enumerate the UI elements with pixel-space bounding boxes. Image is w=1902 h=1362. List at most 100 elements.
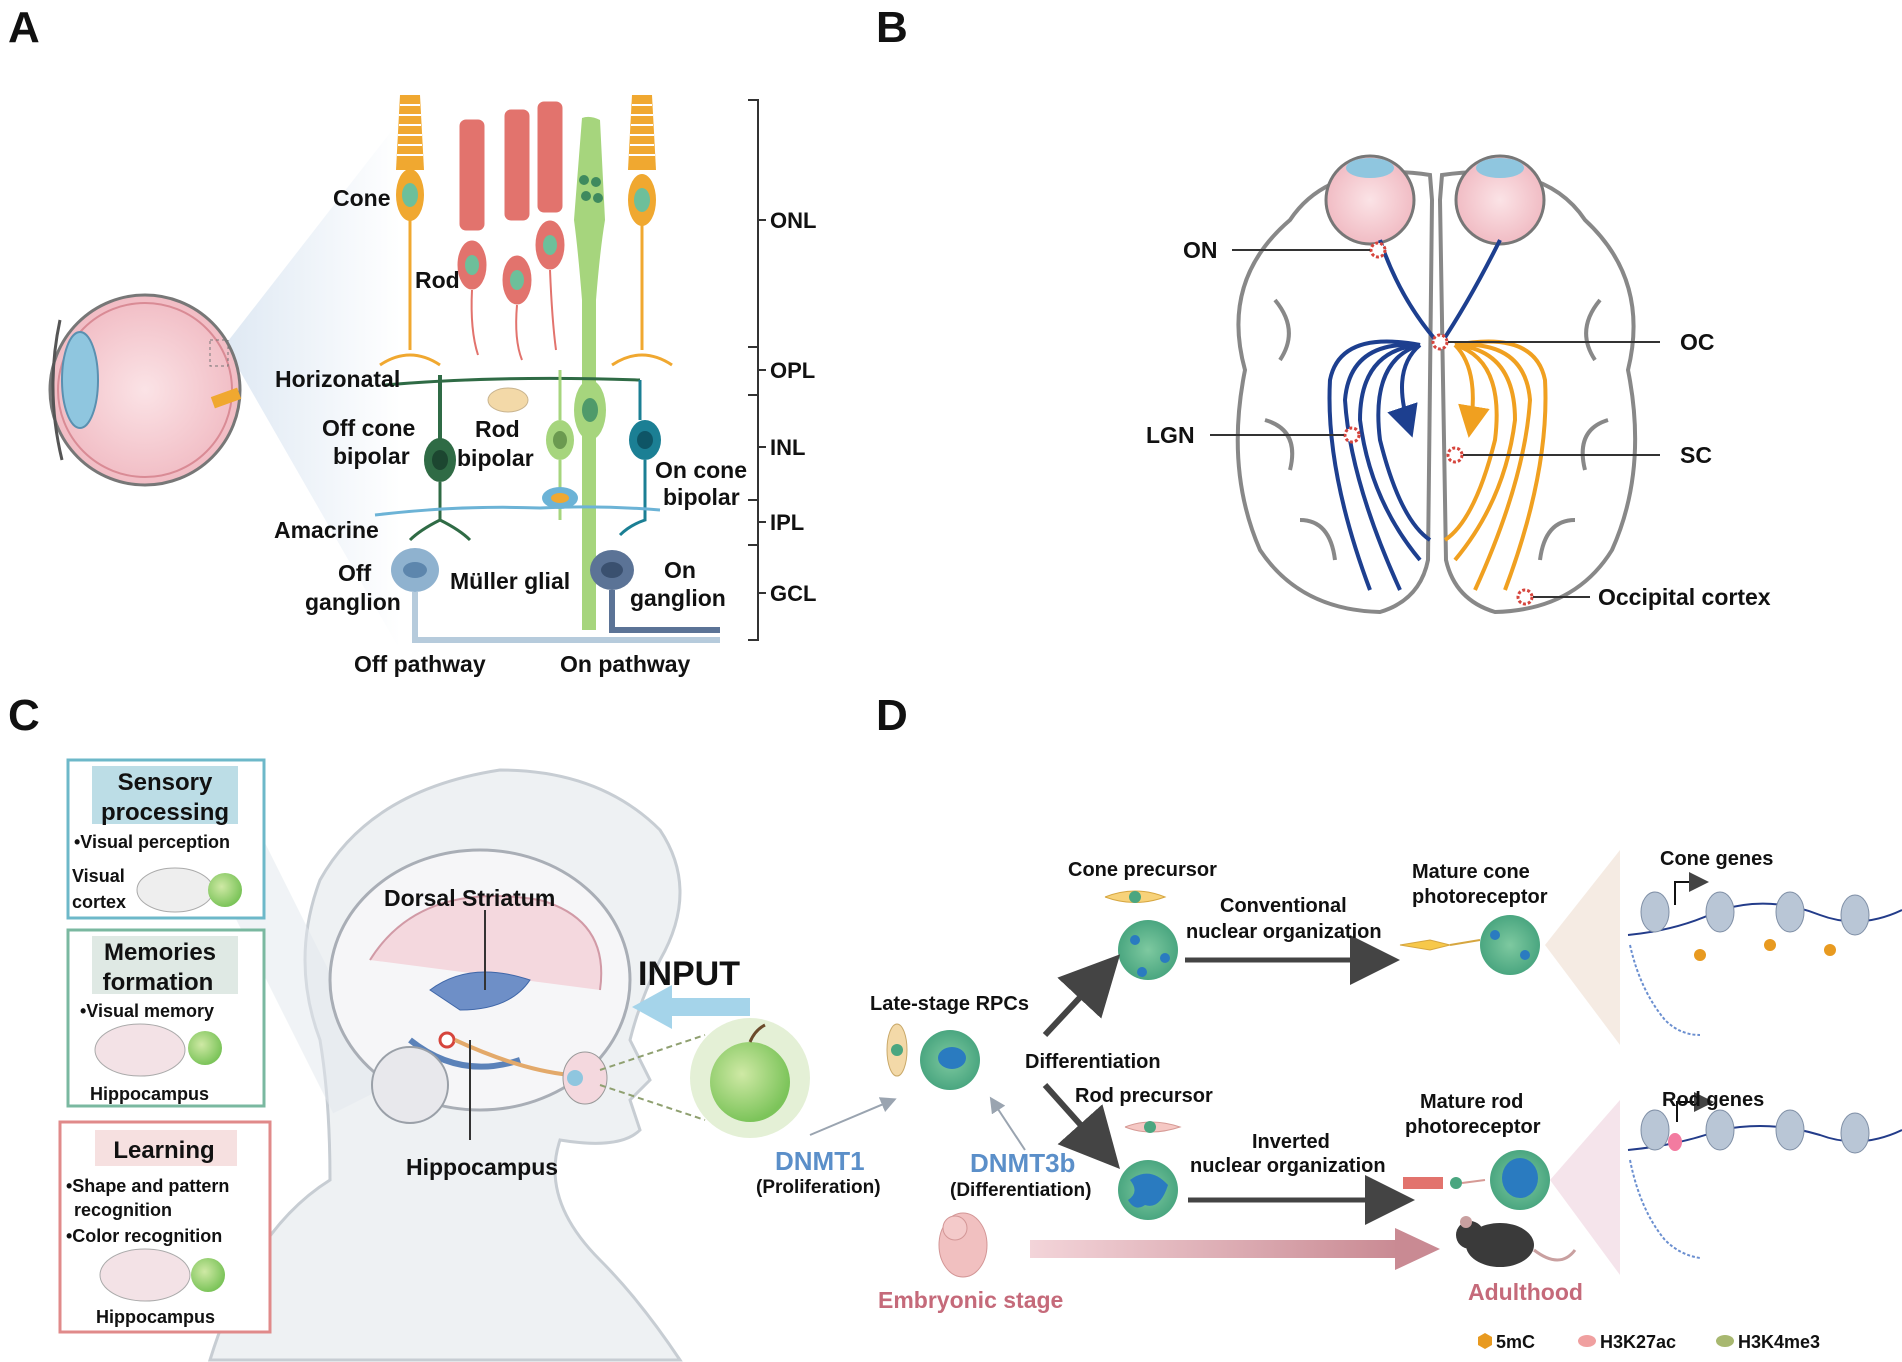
rod-cells (457, 101, 565, 361)
label-cone-genes: Cone genes (1660, 848, 1773, 870)
cone-cell-right (611, 95, 673, 367)
mouse-icon (1456, 1216, 1577, 1267)
muller-glial-cell (574, 116, 606, 630)
box-extra: Hippocampus (96, 1307, 215, 1327)
legend-label-h3k27ac: H3K27ac (1600, 1332, 1676, 1352)
label-mature-rod-1: Mature rod (1420, 1091, 1523, 1113)
zoom-fan (225, 120, 400, 650)
apple-icon (690, 1018, 810, 1138)
label-off-cone-bipolar-1: Off cone (322, 415, 415, 441)
embryo-icon (938, 1212, 988, 1278)
label-horizontal: Horizonatal (275, 366, 400, 392)
box-title-line: Learning (113, 1137, 214, 1164)
on-cone-bipolar-cell (618, 380, 661, 537)
rod-cell (535, 101, 565, 351)
label-occipital-cortex: Occipital cortex (1598, 584, 1771, 610)
legend: 5mC H3K27ac H3K4me3 (1478, 1332, 1820, 1352)
layer-onl: ONL (770, 208, 816, 233)
vision-cone (599, 1034, 706, 1121)
memories-formation-box: Memories formation •Visual memory Hippoc… (66, 928, 266, 1108)
cone-chromatin (1627, 872, 1902, 1036)
sensory-processing-box: Sensory processing •Visual perception Vi… (66, 758, 266, 920)
label-on-cone-bipolar-1: On cone (655, 457, 747, 483)
box-extra: Visual (72, 866, 125, 886)
box-extra: cortex (72, 892, 126, 912)
label-rod-precursor: Rod precursor (1075, 1085, 1213, 1107)
label-differentiation: Differentiation (1025, 1051, 1161, 1073)
label-dnmt1-role: (Proliferation) (756, 1177, 881, 1198)
label-conventional-1: Conventional (1220, 895, 1347, 917)
label-conventional-2: nuclear organization (1186, 921, 1382, 943)
label-off-ganglion-2: ganglion (305, 589, 401, 615)
rod-cell (502, 109, 532, 361)
legend-swatch-5mc (1478, 1333, 1492, 1349)
input-label: INPUT (638, 955, 740, 993)
amacrine-cell (374, 487, 661, 517)
left-visual-pathway (1327, 239, 1502, 591)
box-title-line: Sensory (118, 769, 213, 796)
legend-swatch-h3k4me3 (1716, 1335, 1734, 1347)
legend-label-5mc: 5mC (1496, 1332, 1535, 1352)
rod-chromatin (1627, 1092, 1902, 1259)
arrow-dnmt1 (809, 1097, 897, 1136)
panel-b: B (876, 3, 1771, 615)
label-embryonic-stage: Embryonic stage (878, 1287, 1063, 1313)
label-off-pathway: Off pathway (354, 651, 486, 677)
label-rod: Rod (415, 267, 460, 293)
cone-precursor-cell (1104, 890, 1178, 980)
label-on-ganglion-1: On (664, 557, 696, 583)
label-mature-cone-1: Mature cone (1412, 861, 1530, 883)
label-on-pathway: On pathway (560, 651, 691, 677)
brain-outline (1235, 170, 1638, 615)
box-bullet: •Color recognition (66, 1226, 222, 1246)
label-rod-genes: Rod genes (1662, 1089, 1764, 1111)
arrow-to-cone (1042, 954, 1121, 1038)
mature-rod-photoreceptor (1403, 1150, 1550, 1210)
box-bullet: •Shape and pattern (66, 1176, 229, 1196)
legend-swatch-h3k27ac (1578, 1335, 1596, 1347)
label-dnmt1: DNMT1 (775, 1146, 865, 1176)
layer-bracket (748, 99, 766, 641)
box-title-line: formation (103, 969, 214, 996)
panel-d: D Late-stage RPCs Cone precursor Rod pre… (756, 691, 1902, 1352)
box-bullet: •Visual memory (80, 1001, 214, 1021)
box-title-line: processing (101, 799, 229, 826)
label-rod-bipolar-1: Rod (475, 416, 520, 442)
label-mature-cone-2: photoreceptor (1412, 886, 1548, 908)
zoom-fan (1550, 1100, 1620, 1275)
rod-precursor-cell (1118, 1121, 1182, 1220)
label-on-ganglion-2: ganglion (630, 585, 726, 611)
mature-cone-photoreceptor (1399, 915, 1540, 975)
on-ganglion-cell (590, 550, 720, 633)
off-ganglion-cell (391, 548, 720, 643)
panel-letter-c: C (8, 691, 40, 740)
layer-opl: OPL (770, 358, 815, 383)
label-sc: SC (1680, 442, 1712, 468)
label-dnmt3b-role: (Differentiation) (950, 1180, 1091, 1201)
label-amacrine: Amacrine (274, 517, 379, 543)
box-title-line: Memories (104, 939, 216, 966)
learning-box: Learning •Shape and pattern recognition … (58, 1120, 272, 1334)
legend-label-h3k4me3: H3K4me3 (1738, 1332, 1820, 1352)
layer-gcl: GCL (770, 581, 816, 606)
label-off-ganglion-1: Off (338, 560, 372, 586)
eye-icon (1324, 154, 1416, 246)
panel-letter-d: D (876, 691, 908, 740)
panel-c: C (8, 691, 810, 1362)
panel-letter-b: B (876, 3, 908, 52)
box-extra: Hippocampus (90, 1084, 209, 1104)
layer-ipl: IPL (770, 510, 804, 535)
label-cone: Cone (333, 185, 391, 211)
horizontal-cell (384, 376, 641, 413)
label-oc: OC (1680, 329, 1715, 355)
development-timeline-arrow (1030, 1228, 1440, 1270)
label-dnmt3b: DNMT3b (970, 1148, 1075, 1178)
label-dorsal-striatum: Dorsal Striatum (384, 885, 555, 911)
label-lgn: LGN (1146, 422, 1195, 448)
eye-icon (48, 293, 242, 487)
eye-icon (562, 1051, 608, 1105)
zoom-fan (1545, 850, 1620, 1045)
input-arrow (632, 985, 750, 1029)
box-bullet: •Visual perception (74, 832, 230, 852)
